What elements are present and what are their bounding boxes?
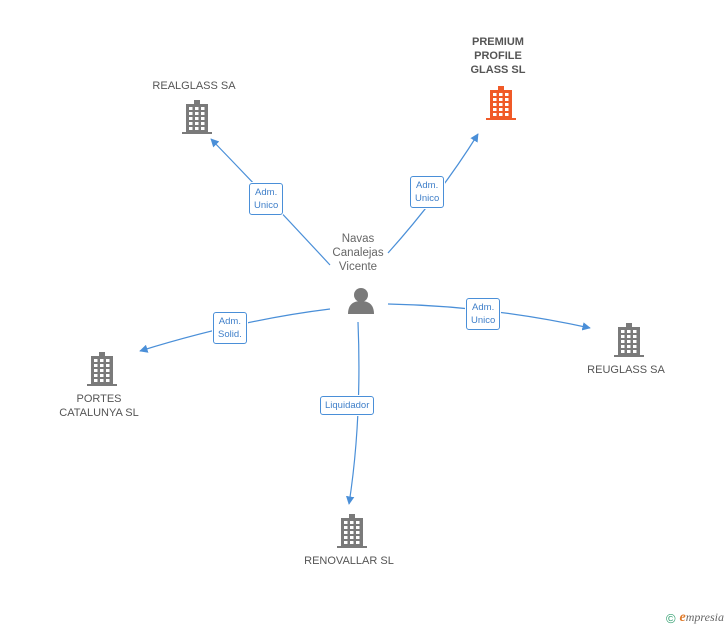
- building-icon[interactable]: [337, 514, 367, 548]
- edge-renovallar: [346, 321, 360, 505]
- footer-credit: © empresia: [666, 610, 724, 626]
- role-badge-realglass: Adm. Unico: [249, 183, 284, 215]
- company-name-realglass[interactable]: REALGLASS SA: [152, 80, 236, 92]
- company-name-portes[interactable]: PORTES CATALUNYA SL: [59, 393, 139, 419]
- role-badge-renovallar: Liquidador: [320, 396, 375, 415]
- building-icon[interactable]: [182, 100, 212, 134]
- copyright-symbol: ©: [665, 610, 676, 626]
- brand-logo: empresia: [679, 610, 724, 625]
- role-badge-portes: Adm. Solid.: [213, 312, 247, 344]
- company-name-reuglass[interactable]: REUGLASS SA: [587, 364, 665, 376]
- person-icon[interactable]: [348, 288, 374, 314]
- building-icon[interactable]: [486, 86, 516, 120]
- building-icon[interactable]: [87, 352, 117, 386]
- role-badge-reuglass: Adm. Unico: [466, 298, 501, 330]
- company-name-renovallar[interactable]: RENOVALLAR SL: [304, 555, 394, 567]
- company-name-premium[interactable]: PREMIUM PROFILE GLASS SL: [470, 36, 526, 76]
- building-icon[interactable]: [614, 323, 644, 357]
- role-badge-premium: Adm. Unico: [410, 176, 445, 208]
- person-name[interactable]: Navas Canalejas Vicente: [332, 233, 384, 273]
